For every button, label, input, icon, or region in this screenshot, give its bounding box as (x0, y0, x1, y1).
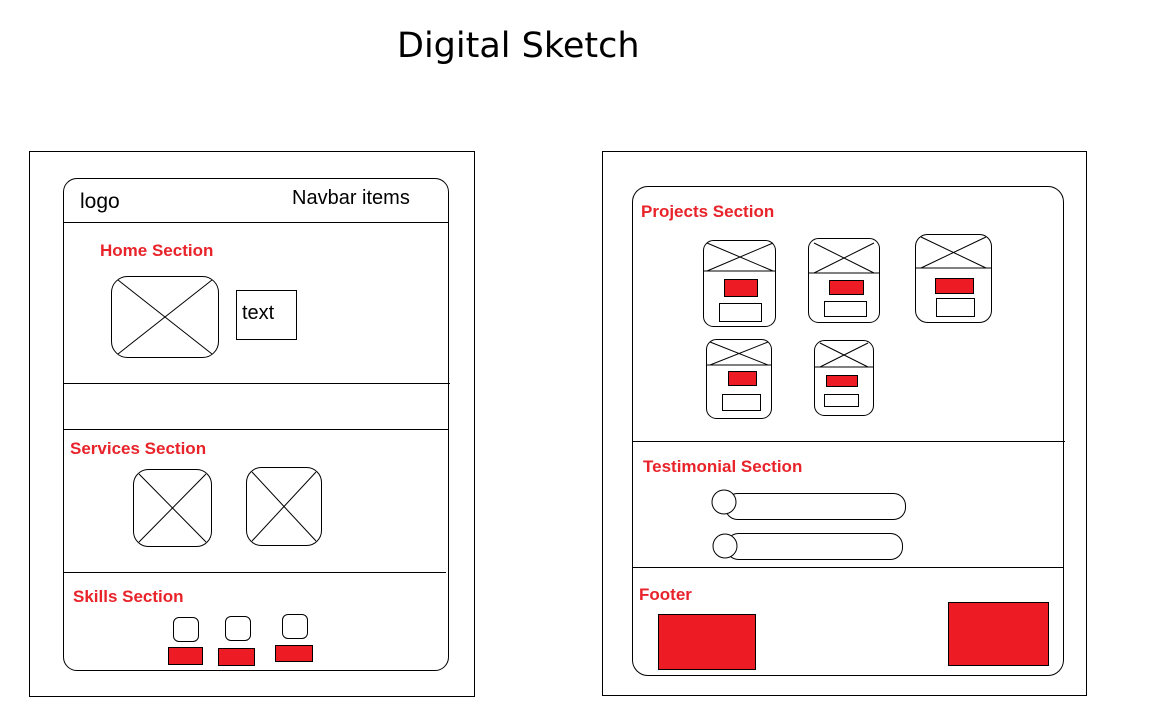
navbar-divider (63, 222, 449, 223)
services-section-label: Services Section (70, 439, 207, 458)
project-card (706, 339, 772, 419)
project-card (915, 234, 992, 323)
skill-bar (168, 647, 203, 665)
footer-label: Footer (639, 585, 692, 604)
home-text-box (236, 290, 297, 340)
projects-section-label: Projects Section (641, 202, 775, 221)
service-image-placeholder (133, 469, 212, 547)
skill-bar (275, 645, 313, 662)
project-card (808, 238, 880, 323)
project-card (703, 240, 776, 327)
navbar-items: Navbar items (292, 187, 410, 209)
testimonial-divider (632, 567, 1064, 568)
projects-divider (632, 441, 1065, 442)
home-divider (63, 383, 450, 384)
spacer-divider (63, 429, 449, 430)
testimonial-item (711, 489, 906, 520)
services-divider (63, 572, 446, 573)
testimonial-item (712, 533, 903, 560)
service-image-placeholder (246, 467, 322, 546)
page-title: Digital Sketch (397, 26, 640, 66)
skill-bar (218, 648, 255, 666)
project-card (814, 340, 874, 416)
left-wireframe-panel (63, 178, 449, 671)
home-text: text (242, 302, 275, 324)
skill-icon-box (225, 616, 251, 641)
home-image-placeholder (111, 276, 219, 358)
footer-block (948, 602, 1049, 666)
home-section-label: Home Section (100, 241, 214, 260)
skills-section-label: Skills Section (73, 587, 184, 606)
skill-icon-box (282, 614, 308, 639)
skill-icon-box (173, 617, 199, 642)
footer-block (658, 614, 756, 670)
testimonial-section-label: Testimonial Section (643, 457, 803, 476)
navbar-logo: logo (80, 190, 120, 213)
